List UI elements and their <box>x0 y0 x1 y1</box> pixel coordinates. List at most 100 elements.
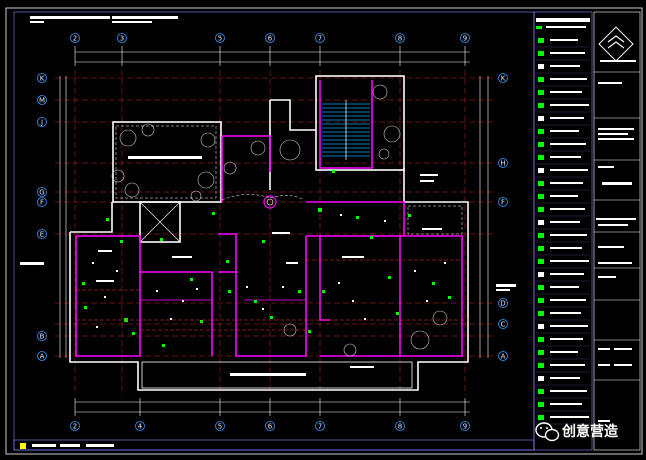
legend-symbol <box>538 77 544 82</box>
legend-text-line <box>550 39 578 41</box>
grid-label-right: A <box>501 353 506 361</box>
grid-label-right: K <box>501 75 506 83</box>
legend-symbol <box>538 168 544 173</box>
legend-text-line <box>550 130 579 132</box>
legend-symbol <box>538 272 544 277</box>
grid-label-left: K <box>40 75 45 83</box>
grid-label-bottom: 8 <box>398 423 402 431</box>
legend-text-line <box>550 65 580 67</box>
legend-symbol <box>538 129 544 134</box>
legend-symbol <box>538 116 544 121</box>
grid-label-top: 7 <box>318 35 322 43</box>
legend-text-line <box>550 390 587 392</box>
legend-text-line <box>550 234 587 236</box>
legend-symbol <box>538 246 544 251</box>
legend-text-line <box>550 299 586 301</box>
legend-symbol <box>538 155 544 160</box>
grid-label-top: 8 <box>398 35 402 43</box>
legend-symbol <box>538 324 544 329</box>
legend-symbol <box>538 285 544 290</box>
legend-symbol <box>538 376 544 381</box>
legend-rows <box>536 38 590 425</box>
legend-panel <box>533 11 593 451</box>
bottom-dimensions <box>74 398 470 416</box>
axis-grid <box>55 70 495 395</box>
legend-symbol <box>538 402 544 407</box>
interior-dimensions <box>76 259 470 331</box>
grid-label-left: J <box>40 119 43 127</box>
legend-text-line <box>550 143 586 145</box>
legend-symbol <box>538 142 544 147</box>
legend-symbol <box>538 350 544 355</box>
legend-symbol <box>538 103 544 108</box>
grid-label-top: 9 <box>463 35 467 43</box>
legend-symbol <box>538 220 544 225</box>
bottom-grid-bubbles: 2 4 5 6 7 8 9 <box>70 421 470 431</box>
legend-symbol <box>538 363 544 368</box>
top-grid-bubbles: 2 3 5 6 7 8 9 <box>70 33 470 43</box>
legend-text-line <box>550 221 580 223</box>
grid-label-right: D <box>500 300 505 308</box>
legend-symbol <box>538 38 544 43</box>
legend-text-line <box>550 260 589 262</box>
dashed-outlines <box>115 125 463 235</box>
top-dimensions <box>74 46 470 66</box>
legend-symbol <box>538 233 544 238</box>
legend-symbol <box>538 51 544 56</box>
legend-symbol <box>538 181 544 186</box>
legend-symbol <box>538 337 544 342</box>
legend-symbol <box>538 259 544 264</box>
grid-label-left: F <box>40 199 44 207</box>
legend-text-line <box>550 247 582 249</box>
legend-text-line <box>550 351 578 353</box>
grid-label-top: 2 <box>73 35 77 43</box>
legend-text-line <box>550 156 581 158</box>
legend-symbol <box>538 311 544 316</box>
legend-text-line <box>550 182 583 184</box>
legend-text-line <box>550 169 588 171</box>
grid-label-right: C <box>501 321 506 329</box>
legend-text-line <box>550 273 584 275</box>
right-grid-bubbles: K H F D C A <box>498 73 508 361</box>
grid-label-left: M <box>39 97 45 105</box>
legend-symbol <box>538 415 544 420</box>
grid-label-top: 3 <box>120 35 124 43</box>
interior-partitions <box>75 80 463 357</box>
legend-text-line <box>550 117 584 119</box>
wechat-watermark: 创意营造 <box>535 422 618 442</box>
legend-text-line <box>550 195 578 197</box>
legend-text-line <box>550 403 582 405</box>
legend-text-line <box>550 377 580 379</box>
fixture-markers <box>82 170 451 347</box>
grid-label-bottom: 6 <box>268 423 273 431</box>
legend-symbol <box>538 64 544 69</box>
grid-label-top: 5 <box>218 35 222 43</box>
legend-text-line <box>550 208 585 210</box>
legend-text-line <box>550 52 585 54</box>
left-grid-bubbles: K M J G F E B A <box>37 73 47 361</box>
grid-label-bottom: 9 <box>463 423 467 431</box>
wechat-icon <box>535 422 560 442</box>
legend-symbol <box>538 90 544 95</box>
grid-label-bottom: 4 <box>138 423 143 431</box>
legend-symbol <box>538 389 544 394</box>
legend-text-line <box>550 286 579 288</box>
grid-label-bottom: 5 <box>218 423 222 431</box>
grid-label-bottom: 2 <box>73 423 77 431</box>
grid-label-left: G <box>39 189 44 197</box>
legend-text-line <box>550 104 589 106</box>
legend-symbol <box>538 298 544 303</box>
grid-label-right: F <box>501 199 505 207</box>
annotation-marks <box>92 214 446 328</box>
title-block-text-lines <box>596 82 636 422</box>
company-logo-icon <box>598 26 636 62</box>
grid-label-top: 6 <box>268 35 273 43</box>
legend-text-line <box>550 325 588 327</box>
grid-label-left: E <box>40 231 44 239</box>
bottom-status-bar <box>20 443 114 449</box>
floor-plan-walls <box>69 75 469 391</box>
grid-label-left: B <box>40 333 45 341</box>
drawing-frame <box>5 7 643 455</box>
room-labels <box>96 156 442 376</box>
